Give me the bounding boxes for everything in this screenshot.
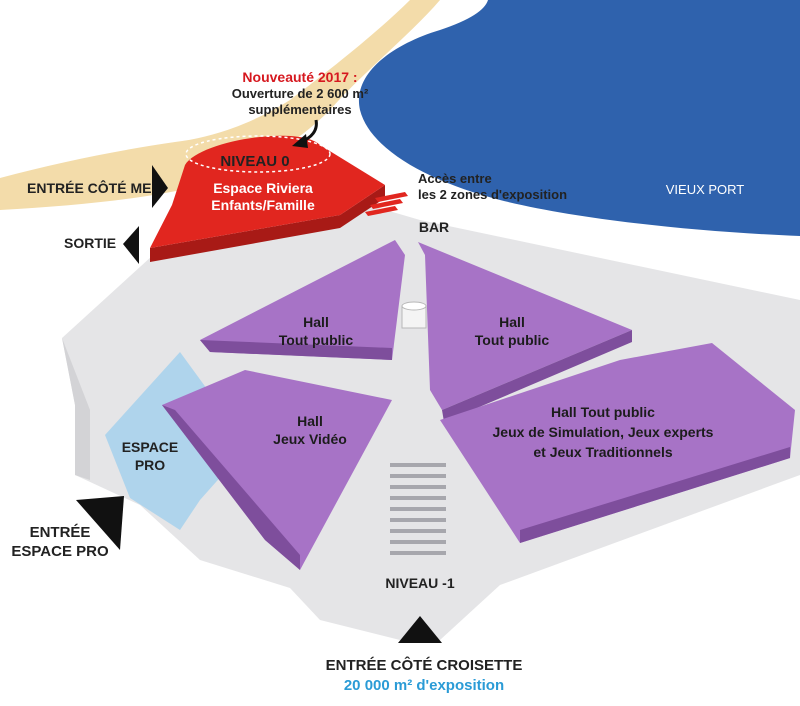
hall-video-line1: Hall [297, 413, 323, 429]
level-minus1-label: NIVEAU -1 [385, 575, 454, 591]
entrance-pro-line2: ESPACE PRO [11, 543, 109, 560]
beach [0, 0, 440, 210]
new-area-outline [185, 135, 331, 173]
hall-left-line2: Tout public [279, 332, 354, 348]
exit-arrow-icon [123, 226, 139, 264]
hall-left [200, 240, 405, 360]
news-title: Nouveauté 2017 : [242, 69, 357, 85]
level0-line2: Enfants/Famille [211, 197, 315, 213]
hall-big [440, 343, 795, 543]
entrance-sea-label: ENTRÉE CÔTÉ MER [27, 179, 162, 196]
news-arrowhead-icon [292, 134, 308, 148]
ground-edge [62, 338, 90, 480]
news-line1: Ouverture de 2 600 m² [232, 86, 369, 101]
news-line2: supplémentaires [248, 102, 351, 117]
sea-area [0, 0, 800, 236]
espace-pro-label-2: PRO [135, 457, 165, 473]
hall-video [162, 370, 392, 570]
hall-video-edge [162, 405, 300, 570]
hall-left-line1: Hall [303, 314, 329, 330]
level0-line1: Espace Riviera [213, 180, 313, 196]
hall-big-line1: Hall Tout public [551, 404, 655, 420]
hall-right-line1: Hall [499, 314, 525, 330]
hall-big-edge [520, 447, 790, 543]
red-zone-side [150, 185, 385, 262]
access-passage-icon [365, 192, 408, 216]
entrance-sea-arrow-icon [152, 165, 168, 208]
hall-right [418, 242, 632, 410]
hall-right-edge [442, 330, 632, 422]
entrance-pro-line1: ENTRÉE [30, 524, 91, 541]
port-label: VIEUX PORT [666, 182, 745, 197]
central-pillar-top [401, 301, 427, 311]
access-line1: Accès entre [418, 171, 492, 186]
hall-left-edge [200, 340, 392, 360]
entrance-pro-arrow-icon [76, 496, 124, 550]
sea-label: MER [121, 62, 151, 77]
hall-big-line3: et Jeux Traditionnels [533, 444, 672, 460]
hall-video-line2: Jeux Vidéo [273, 431, 347, 447]
ground-platform [62, 206, 800, 640]
hall-big-line2: Jeux de Simulation, Jeux experts [493, 424, 714, 440]
espace-pro-label-1: ESPACE [122, 439, 179, 455]
exit-label: SORTIE [64, 235, 116, 251]
level0-title: NIVEAU 0 [220, 153, 289, 170]
access-line2: les 2 zones d'exposition [418, 187, 567, 202]
stairs [390, 463, 446, 555]
expo-area-label: 20 000 m² d'exposition [344, 677, 504, 694]
bar-label: BAR [419, 219, 449, 235]
entrance-croisette-label: ENTRÉE CÔTÉ CROISETTE [326, 656, 523, 674]
entrance-croisette-arrow-icon [398, 616, 442, 643]
hall-right-line2: Tout public [475, 332, 550, 348]
red-zone [150, 135, 385, 248]
